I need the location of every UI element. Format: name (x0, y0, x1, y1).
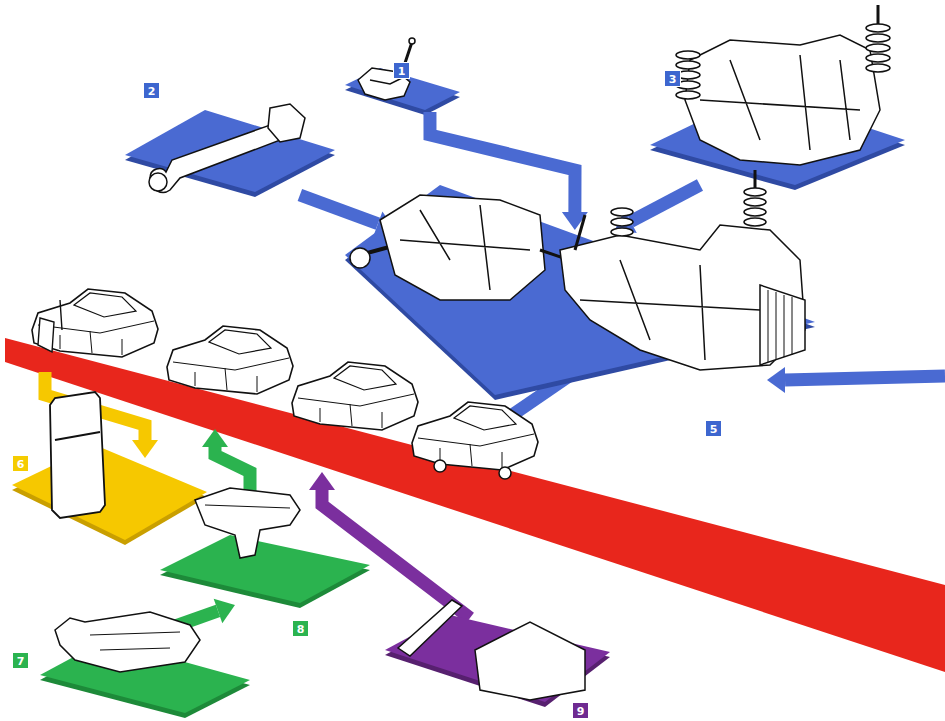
car-door (50, 392, 105, 518)
platform-top (40, 640, 250, 713)
platform-shape (160, 530, 370, 605)
callout-number: 5 (705, 420, 722, 437)
powertrain-assembly (350, 170, 805, 370)
platform-shape (385, 612, 610, 704)
station-platform: 1 (345, 62, 463, 112)
platform-shape (650, 90, 905, 185)
gear-shifter (358, 38, 415, 100)
platform-shape (40, 635, 250, 715)
callout-number: 8 (292, 620, 309, 637)
arrow-shaft (150, 611, 218, 635)
callout-number: 1 (393, 62, 410, 79)
steering-axle (149, 104, 305, 192)
callout-number: 9 (572, 702, 589, 719)
car-body (167, 326, 293, 394)
platform-shape (12, 440, 207, 540)
callout-number: 3 (664, 70, 681, 87)
flow-arrow (45, 372, 158, 458)
platform-top (160, 535, 370, 603)
platform-top (650, 92, 905, 185)
station-platform: 7 (40, 635, 250, 715)
car-body (292, 362, 418, 430)
car-body (412, 402, 538, 479)
station-platform: 6 (12, 440, 207, 540)
glass-pane (398, 600, 585, 700)
platform-shape (125, 95, 337, 195)
flow-arrow (202, 429, 250, 525)
station-platform: 2 (125, 95, 337, 195)
arrow-head (214, 599, 235, 624)
trim-part (55, 612, 200, 672)
car-body (32, 289, 158, 357)
arrow-shaft (300, 195, 378, 224)
station-platform: 8 (160, 530, 370, 605)
platform-top (385, 615, 610, 702)
callout-number: 2 (143, 82, 160, 99)
flow-arrow (309, 472, 470, 618)
arrow-shaft (631, 185, 700, 222)
flow-arrow (150, 599, 235, 635)
arrow-head (373, 212, 394, 236)
dashboard (195, 488, 300, 558)
arrow-head (562, 212, 588, 230)
flow-arrow (615, 185, 700, 233)
arrow-head (615, 210, 637, 233)
station-platform: 9 (385, 612, 610, 704)
callout-number: 6 (12, 455, 29, 472)
platform-top (345, 185, 815, 395)
flow-arrow (300, 195, 395, 236)
platform-shape (345, 230, 815, 395)
engine-unit (676, 5, 890, 165)
platform-top (12, 445, 207, 540)
arrow-shaft (430, 112, 575, 212)
station-platform: 5 (345, 230, 815, 395)
flow-arrow (767, 367, 945, 393)
station-platform: 3 (650, 90, 905, 185)
callout-number: 7 (12, 652, 29, 669)
flow-arrow (430, 112, 588, 230)
platform-top (125, 110, 335, 192)
